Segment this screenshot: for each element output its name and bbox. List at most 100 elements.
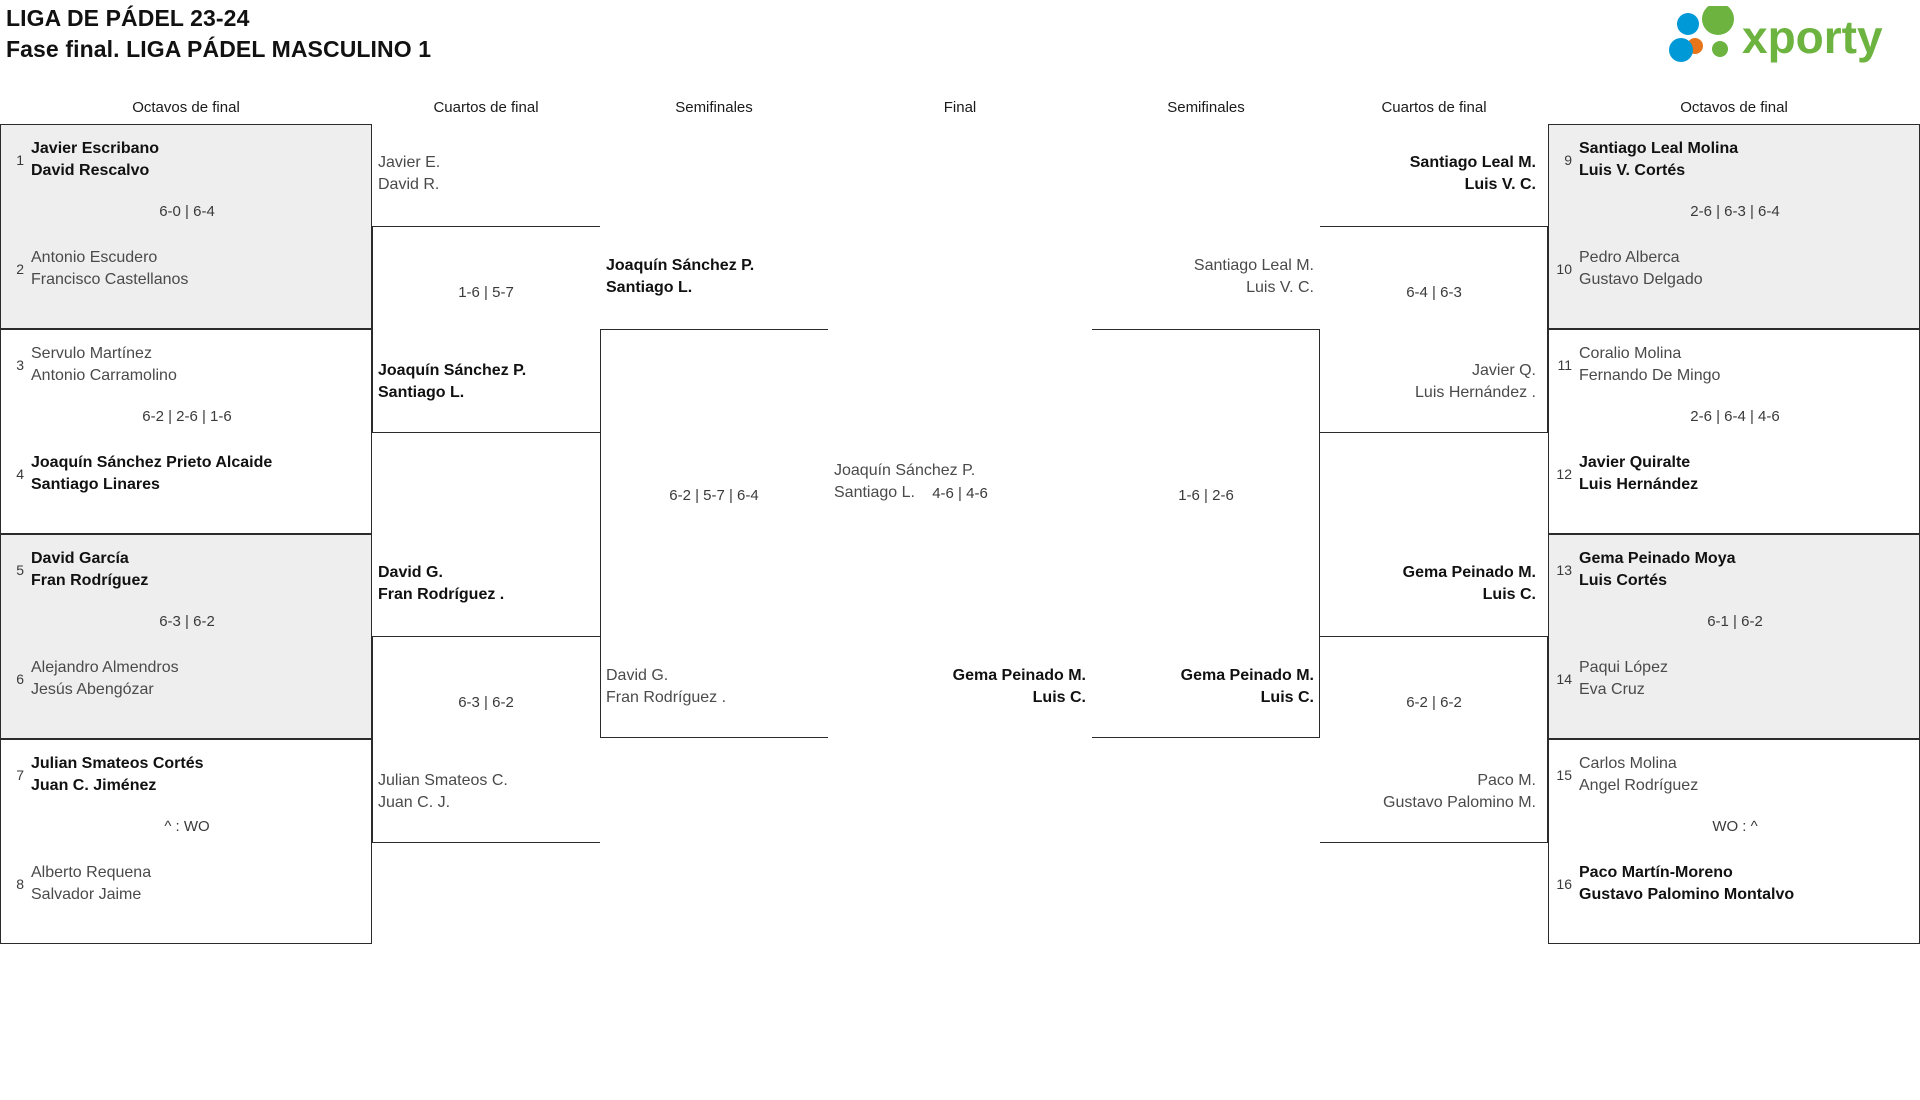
player-name: Carlos Molina <box>1579 755 1677 772</box>
match-r16-3[interactable]: 5 David García Fran Rodríguez 6-3 | 6-2 … <box>0 534 372 739</box>
team-slot-seed16[interactable]: 16 Paco Martín-Moreno Gustavo Palomino M… <box>1549 862 1920 906</box>
round-label-right-sf: Semifinales <box>1167 99 1245 116</box>
player-name: Santiago Leal M. <box>1409 154 1536 171</box>
player-name: Fran Rodríguez . <box>606 689 727 706</box>
player-name: Fernando De Mingo <box>1579 367 1721 384</box>
player-name: Luis Cortés <box>1579 572 1668 589</box>
team-slot-seed15[interactable]: 15 Carlos Molina Angel Rodríguez <box>1549 753 1920 797</box>
sf-right-top-team[interactable]: Santiago Leal M. Luis V. C. <box>1098 255 1314 299</box>
sf-right-bottom-team[interactable]: Gema Peinado M. Luis C. <box>1098 665 1314 709</box>
xporty-logo[interactable]: xporty <box>1662 6 1902 64</box>
player-name: Joaquín Sánchez Prieto Alcaide <box>31 454 273 471</box>
player-name: Salvador Jaime <box>31 886 142 903</box>
title-block: LIGA DE PÁDEL 23-24 Fase final. LIGA PÁD… <box>6 3 431 65</box>
match-score: 2-6 | 6-3 | 6-4 <box>1690 203 1780 220</box>
player-name: Joaquín Sánchez P. <box>378 362 527 379</box>
team-names: Alberto Requena Salvador Jaime <box>31 862 373 906</box>
player-name: Javier Escribano <box>31 140 160 157</box>
team-slot-seed9[interactable]: 9 Santiago Leal Molina Luis V. Cortés <box>1549 138 1920 182</box>
seed-number: 4 <box>16 466 24 482</box>
match-score: 6-2 | 6-2 <box>1406 694 1462 711</box>
match-final[interactable]: 4-6 | 4-6 <box>828 440 1092 710</box>
player-name: Antonio Carramolino <box>31 367 177 384</box>
team-slot-seed7[interactable]: 7 Julian Smateos Cortés Juan C. Jiménez <box>1 753 373 797</box>
match-qf-left-1[interactable]: 1-6 | 5-7 <box>372 226 600 433</box>
round-label-left-qf: Cuartos de final <box>433 99 539 116</box>
qf-left-1-top-team[interactable]: Javier E. David R. <box>378 152 588 196</box>
tournament-title: LIGA DE PÁDEL 23-24 <box>6 5 250 31</box>
qf-right-2-bottom-team[interactable]: Paco M. Gustavo Palomino M. <box>1326 770 1536 814</box>
team-slot-seed3[interactable]: 3 Servulo Martínez Antonio Carramolino <box>1 343 373 387</box>
match-r16-8[interactable]: 15 Carlos Molina Angel Rodríguez WO : ^ … <box>1548 739 1920 944</box>
match-r16-4[interactable]: 7 Julian Smateos Cortés Juan C. Jiménez … <box>0 739 372 944</box>
team-names: David García Fran Rodríguez <box>31 548 373 592</box>
qf-left-1-bottom-team[interactable]: Joaquín Sánchez P. Santiago L. <box>378 360 588 404</box>
match-sf-right[interactable]: 1-6 | 2-6 <box>1092 329 1320 738</box>
match-score: 1-6 | 2-6 <box>1178 487 1234 504</box>
qf-left-2-bottom-team[interactable]: Julian Smateos C. Juan C. J. <box>378 770 588 814</box>
match-qf-right-2[interactable]: 6-2 | 6-2 <box>1320 636 1548 843</box>
player-name: Gema Peinado M. <box>952 667 1086 684</box>
qf-right-1-bottom-team[interactable]: Javier Q. Luis Hernández . <box>1326 360 1536 404</box>
match-score: 6-1 | 6-2 <box>1707 613 1763 630</box>
team-slot-seed12[interactable]: 12 Javier Quiralte Luis Hernández <box>1549 452 1920 496</box>
match-score: 4-6 | 4-6 <box>932 485 988 502</box>
team-slot-seed5[interactable]: 5 David García Fran Rodríguez <box>1 548 373 592</box>
final-left-team[interactable]: Joaquín Sánchez P. Santiago L. <box>834 460 1084 504</box>
team-slot-seed4[interactable]: 4 Joaquín Sánchez Prieto Alcaide Santiag… <box>1 452 373 496</box>
bracket-connector <box>372 636 600 843</box>
player-name: Paco M. <box>1477 772 1536 789</box>
team-slot-seed8[interactable]: 8 Alberto Requena Salvador Jaime <box>1 862 373 906</box>
team-names: Gema Peinado Moya Luis Cortés <box>1579 548 1920 592</box>
match-r16-5[interactable]: 9 Santiago Leal Molina Luis V. Cortés 2-… <box>1548 124 1920 329</box>
final-right-team[interactable]: Gema Peinado M. Luis C. <box>836 665 1086 709</box>
player-name: Jesús Abengózar <box>31 681 154 698</box>
qf-right-1-top-team[interactable]: Santiago Leal M. Luis V. C. <box>1326 152 1536 196</box>
seed-number: 11 <box>1557 357 1572 373</box>
team-slot-seed14[interactable]: 14 Paqui López Eva Cruz <box>1549 657 1920 701</box>
match-sf-left[interactable]: 6-2 | 5-7 | 6-4 <box>600 329 828 738</box>
player-name: Luis C. <box>1260 689 1314 706</box>
match-qf-left-2[interactable]: 6-3 | 6-2 <box>372 636 600 843</box>
tournament-subtitle: Fase final. LIGA PÁDEL MASCULINO 1 <box>6 36 432 62</box>
team-slot-seed11[interactable]: 11 Coralio Molina Fernando De Mingo <box>1549 343 1920 387</box>
player-name: Luis Hernández <box>1579 476 1699 493</box>
seed-number: 12 <box>1556 466 1572 482</box>
team-slot-seed10[interactable]: 10 Pedro Alberca Gustavo Delgado <box>1549 247 1920 291</box>
qf-right-2-top-team[interactable]: Gema Peinado M. Luis C. <box>1326 562 1536 606</box>
player-name: Alejandro Almendros <box>31 659 179 676</box>
match-qf-right-1[interactable]: 6-4 | 6-3 <box>1320 226 1548 433</box>
match-r16-2[interactable]: 3 Servulo Martínez Antonio Carramolino 6… <box>0 329 372 534</box>
match-score: 6-2 | 5-7 | 6-4 <box>669 487 759 504</box>
sf-left-top-team[interactable]: Joaquín Sánchez P. Santiago L. <box>606 255 822 299</box>
player-name: Gustavo Palomino Montalvo <box>1579 886 1795 903</box>
team-slot-seed2[interactable]: 2 Antonio Escudero Francisco Castellanos <box>1 247 373 291</box>
player-name: Luis V. Cortés <box>1579 162 1686 179</box>
player-name: David G. <box>378 564 443 581</box>
round-label-final: Final <box>943 99 977 116</box>
team-slot-seed1[interactable]: 1 Javier Escribano David Rescalvo <box>1 138 373 182</box>
player-name: Joaquín Sánchez P. <box>606 257 755 274</box>
match-score: 6-2 | 2-6 | 1-6 <box>142 408 232 425</box>
seed-number: 2 <box>16 261 24 277</box>
team-slot-seed6[interactable]: 6 Alejandro Almendros Jesús Abengózar <box>1 657 373 701</box>
team-slot-seed13[interactable]: 13 Gema Peinado Moya Luis Cortés <box>1549 548 1920 592</box>
sf-left-bottom-team[interactable]: David G. Fran Rodríguez . <box>606 665 822 709</box>
team-names: Alejandro Almendros Jesús Abengózar <box>31 657 373 701</box>
team-names: Javier Escribano David Rescalvo <box>31 138 373 182</box>
player-name: Javier Q. <box>1471 362 1536 379</box>
seed-number: 5 <box>16 562 24 578</box>
qf-left-2-top-team[interactable]: David G. Fran Rodríguez . <box>378 562 588 606</box>
match-r16-6[interactable]: 11 Coralio Molina Fernando De Mingo 2-6 … <box>1548 329 1920 534</box>
seed-number: 9 <box>1564 152 1572 168</box>
match-r16-7[interactable]: 13 Gema Peinado Moya Luis Cortés 6-1 | 6… <box>1548 534 1920 739</box>
match-r16-1[interactable]: 1 Javier Escribano David Rescalvo 6-0 | … <box>0 124 372 329</box>
team-names: Coralio Molina Fernando De Mingo <box>1579 343 1920 387</box>
match-score: WO : ^ <box>1712 818 1758 835</box>
player-name: Santiago Linares <box>31 476 160 493</box>
seed-number: 15 <box>1556 767 1572 783</box>
logo-wordmark: xporty <box>1742 11 1883 63</box>
bracket-connector <box>1320 636 1548 843</box>
seed-number: 16 <box>1556 876 1572 892</box>
